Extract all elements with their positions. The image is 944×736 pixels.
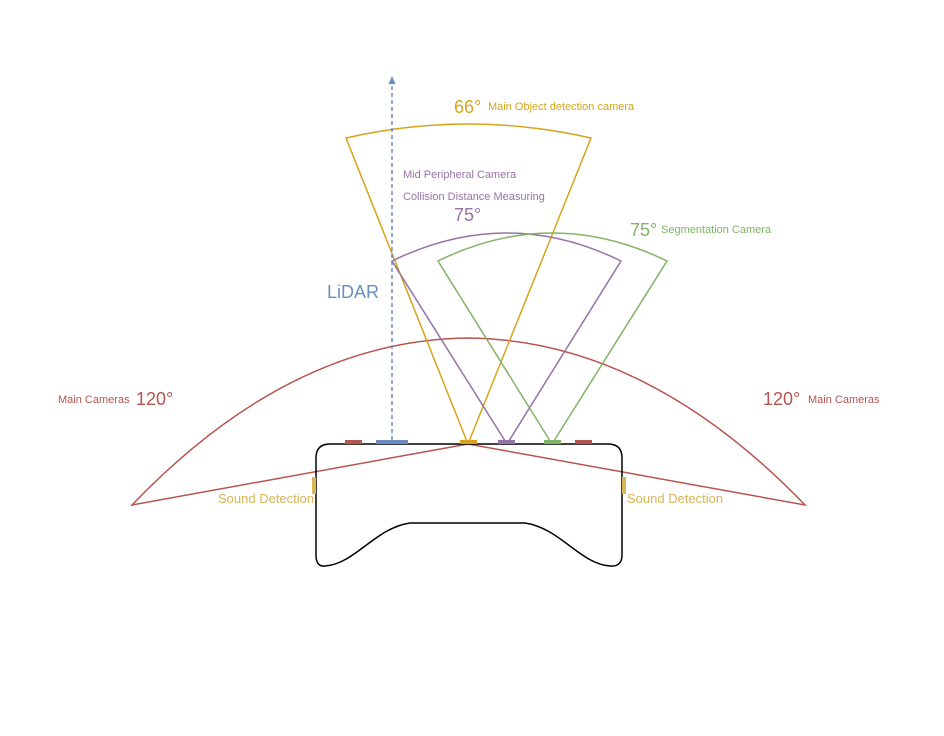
object-detection-name-label: Main Object detection camera bbox=[488, 101, 635, 113]
sound-detection-right-label: Sound Detection bbox=[627, 491, 724, 506]
segmentation-sensor bbox=[544, 440, 561, 444]
main-cameras-right-angle-label: 120° bbox=[763, 389, 801, 409]
segmentation-field-of-view bbox=[436, 232, 669, 446]
sound-sensor-right bbox=[622, 477, 626, 494]
lidar-arrowhead bbox=[388, 76, 396, 84]
lidar-label: LiDAR bbox=[327, 282, 380, 302]
segmentation-angle-label: 75° bbox=[630, 220, 658, 240]
segmentation-name-label: Segmentation Camera bbox=[661, 224, 772, 236]
main-cameras-field-of-view bbox=[129, 337, 808, 507]
object-detection-angle-label: 66° bbox=[454, 97, 482, 117]
lidar-sensor bbox=[376, 440, 408, 444]
vehicle-body bbox=[315, 443, 623, 567]
main-cameras-right-label: Main Cameras bbox=[808, 394, 880, 406]
mid-peripheral-angle-label: 75° bbox=[454, 205, 482, 225]
mid-peripheral-field-of-view bbox=[390, 232, 623, 446]
main-cameras-left-label: Main Cameras bbox=[58, 394, 130, 406]
object-detection-sensor bbox=[460, 440, 477, 444]
sound-sensor-left bbox=[312, 477, 316, 494]
main-cameras-left-angle-label: 120° bbox=[136, 389, 174, 409]
sound-detection-left-label: Sound Detection bbox=[218, 491, 315, 506]
main-camera-sensor-left bbox=[345, 440, 362, 444]
collision-measuring-label: Collision Distance Measuring bbox=[403, 191, 545, 203]
main-camera-sensor-right bbox=[575, 440, 592, 444]
object-detection-field-of-view bbox=[344, 123, 593, 447]
mid-peripheral-sensor bbox=[498, 440, 515, 444]
mid-peripheral-name-label: Mid Peripheral Camera bbox=[403, 169, 517, 181]
